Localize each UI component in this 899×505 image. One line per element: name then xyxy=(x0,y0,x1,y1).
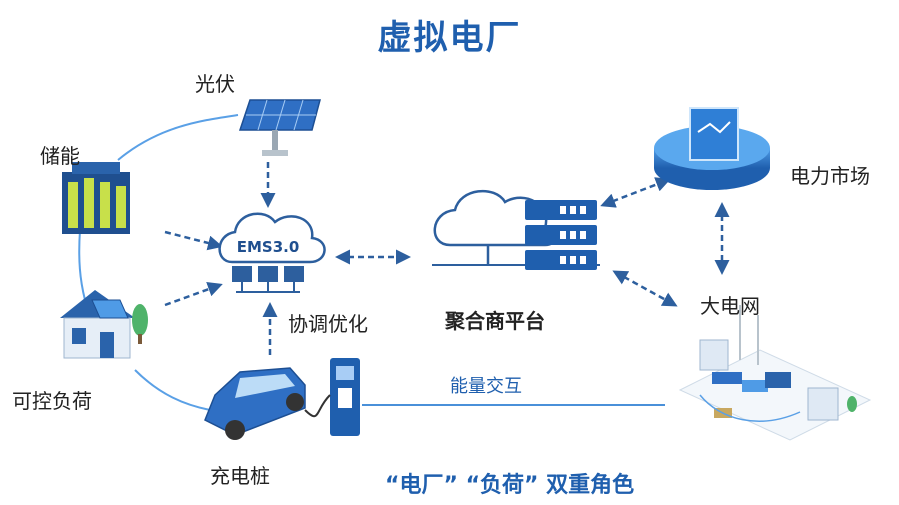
label-load: 可控负荷 xyxy=(12,389,92,413)
solar-panel-icon xyxy=(238,99,321,156)
label-ems-caption: 协调优化 xyxy=(288,312,368,336)
ems-label: EMS3.0 xyxy=(237,238,300,256)
label-charger: 充电桩 xyxy=(210,464,270,488)
ems-cloud-icon xyxy=(218,212,326,293)
market-platform-icon xyxy=(654,107,770,190)
grid-illustration-icon xyxy=(678,305,872,441)
label-grid: 大电网 xyxy=(700,294,760,318)
label-energy-exchange: 能量交互 xyxy=(450,376,522,397)
charging-pile-icon xyxy=(304,358,360,436)
car-icon xyxy=(204,367,306,440)
label-storage: 储能 xyxy=(40,144,80,168)
label-pv: 光伏 xyxy=(195,72,235,96)
dashed-arrows xyxy=(164,162,730,355)
aggregator-platform-icon xyxy=(432,189,600,270)
footer-caption: “电厂” “负荷” 双重角色 xyxy=(385,473,635,498)
house-icon xyxy=(60,290,148,359)
label-aggregator: 聚合商平台 xyxy=(445,309,545,333)
page-title: 虚拟电厂 xyxy=(377,18,522,58)
storage-icon xyxy=(62,162,130,234)
resource-ring-lines xyxy=(78,114,239,411)
label-market: 电力市场 xyxy=(790,164,870,188)
